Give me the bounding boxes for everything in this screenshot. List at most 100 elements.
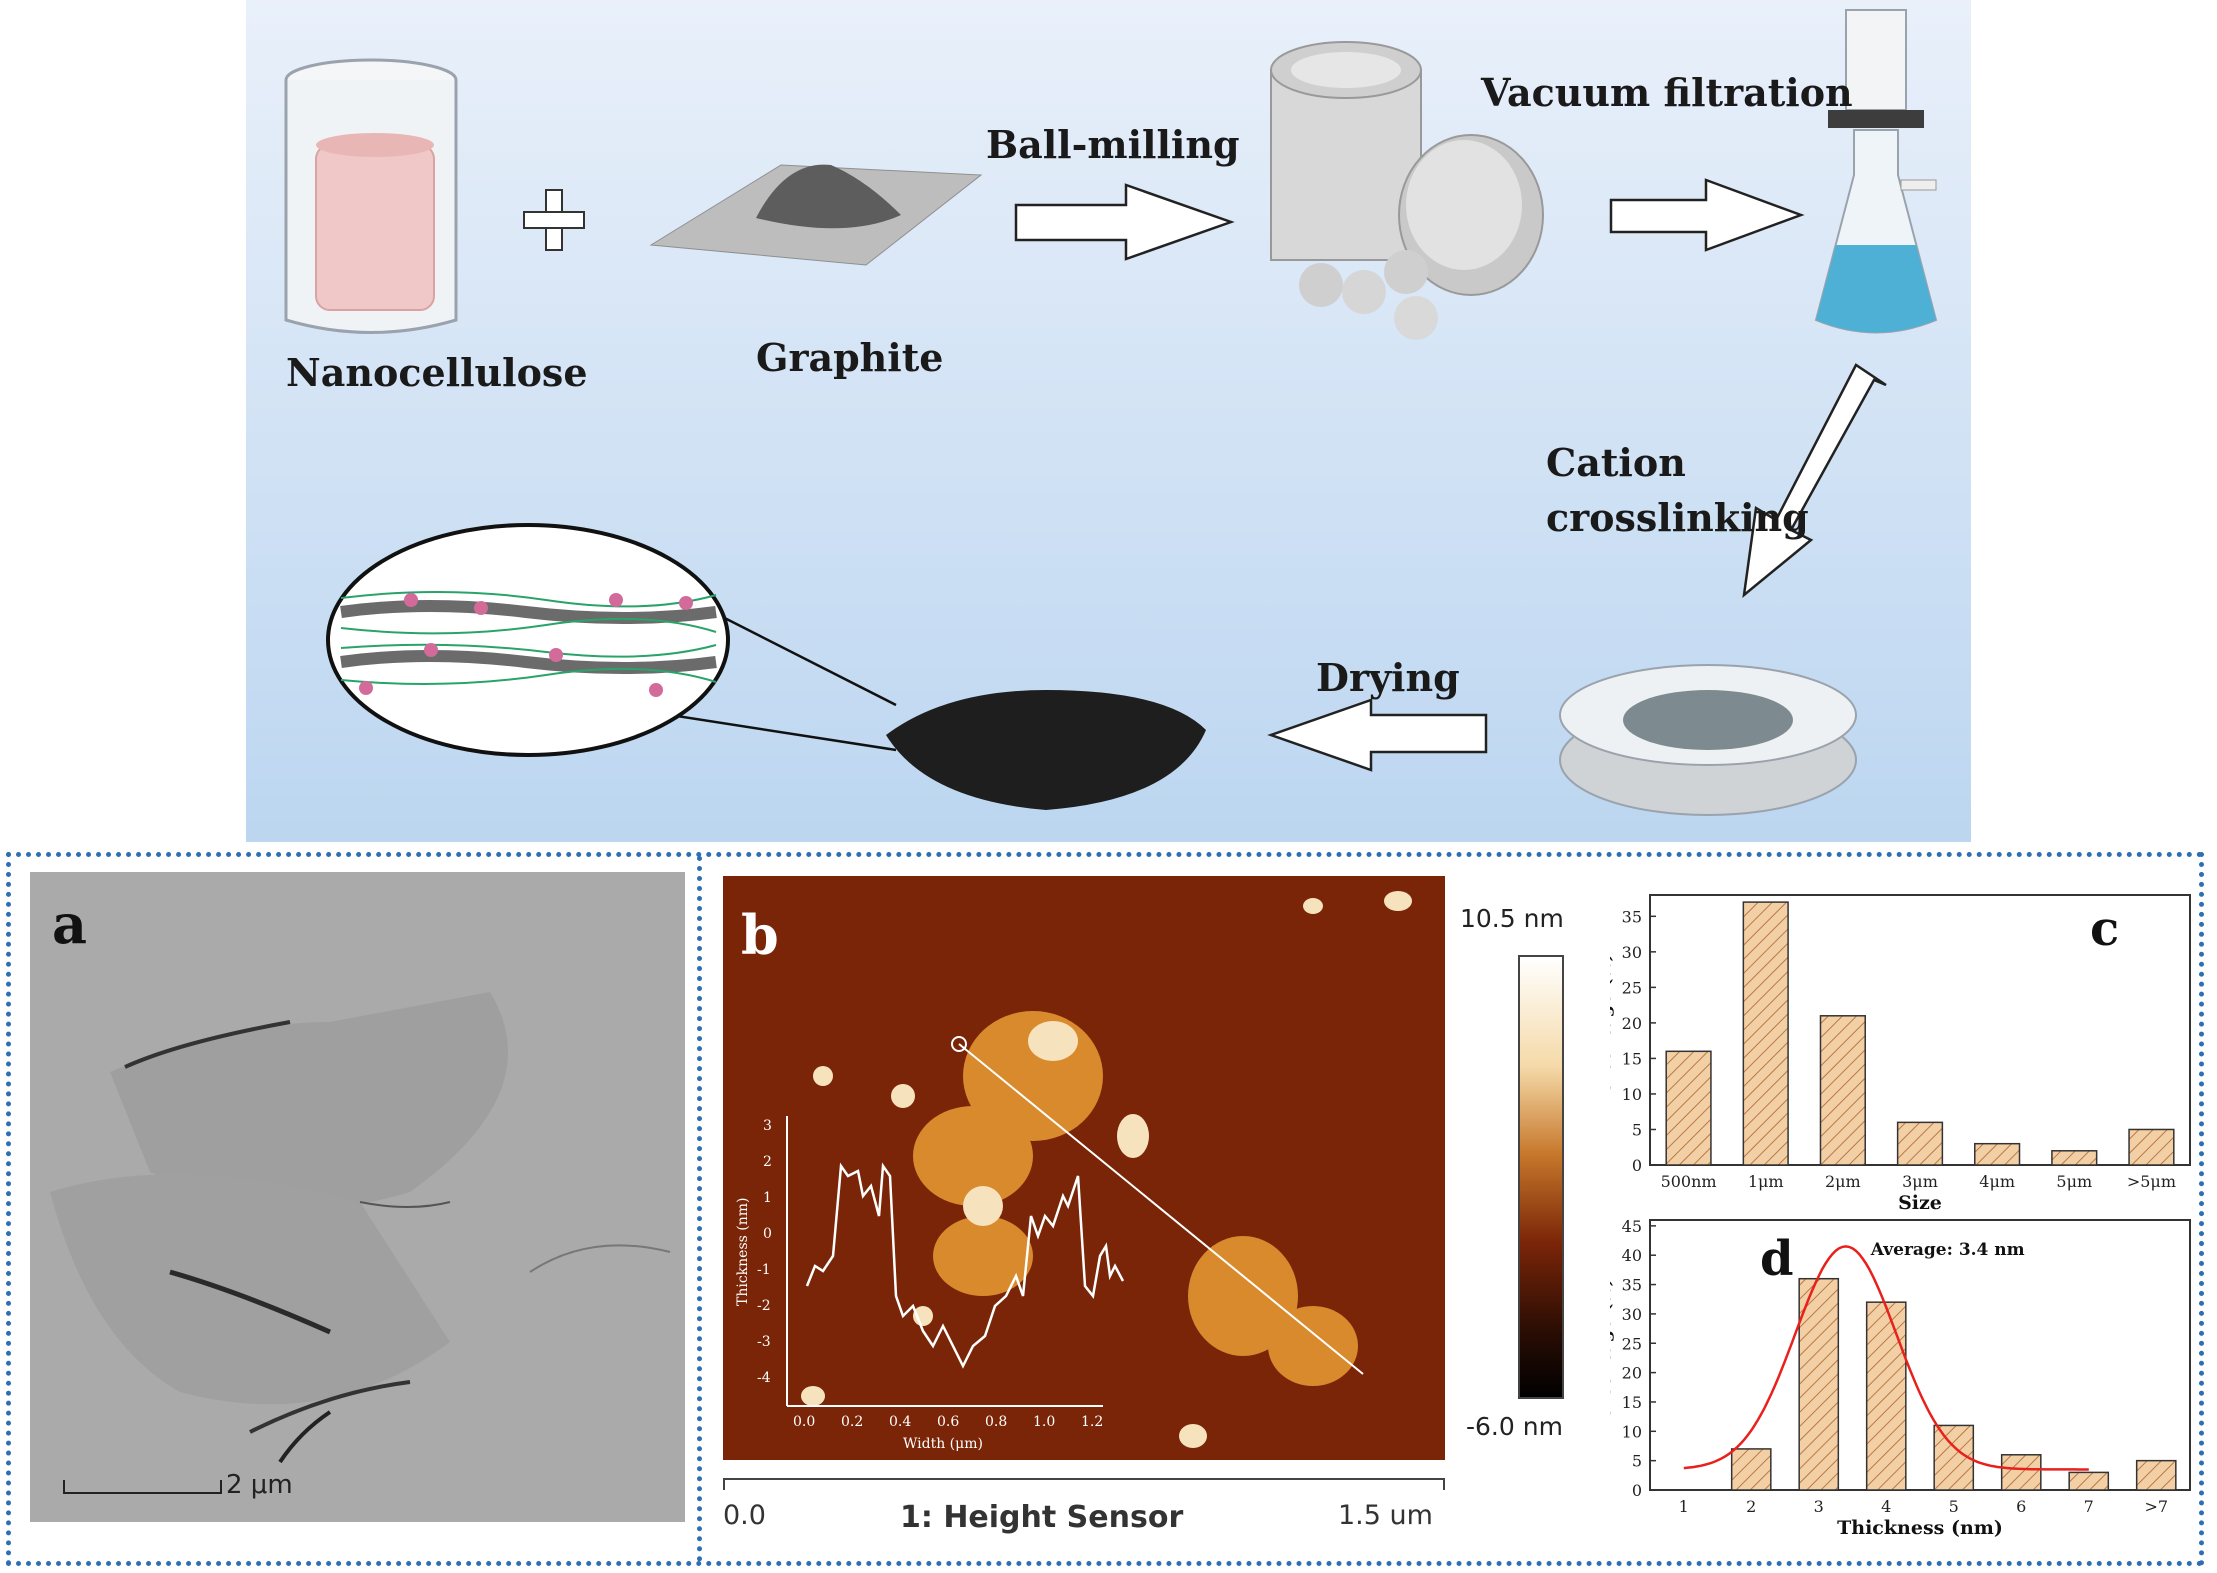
- bar: [1730, 1448, 1772, 1491]
- svg-text:-4: -4: [757, 1370, 771, 1386]
- label-ball-milling: Ball-milling: [986, 122, 1240, 167]
- label-graphite: Graphite: [756, 335, 944, 380]
- panel-c-letter: c: [2090, 901, 2119, 957]
- xtick-label: 4: [1881, 1497, 1891, 1516]
- colorbar: [1518, 955, 1564, 1399]
- graphite-icon: [649, 164, 983, 266]
- colorbar-max-label: 10.5 nm: [1460, 904, 1564, 933]
- xtick-label: 2μm: [1825, 1172, 1861, 1191]
- ball-mill-jar-icon: [1270, 41, 1544, 340]
- bar: [2000, 1454, 2042, 1491]
- ytick-label: 5: [1632, 1120, 1642, 1139]
- ytick-label: 0: [1632, 1481, 1642, 1500]
- ytick-label: 40: [1622, 1246, 1642, 1265]
- ytick-label: 20: [1622, 1364, 1642, 1383]
- xtick-label: 3μm: [1902, 1172, 1938, 1191]
- xtick-label: >7: [2144, 1497, 2168, 1516]
- scheme-illustration: [284, 9, 1938, 816]
- xtick-label: 2: [1746, 1497, 1756, 1516]
- ytick-label: 15: [1622, 1393, 1642, 1412]
- height-profile-inset: 3 2 1 0 -1 -2 -3 -4 0.0 0.2 0.4 0.6 0.8 …: [735, 1116, 1125, 1452]
- ytick-label: 20: [1622, 1014, 1642, 1033]
- svg-text:-1: -1: [757, 1262, 771, 1278]
- scalebar: [63, 1480, 222, 1494]
- svg-text:1.0: 1.0: [1033, 1414, 1055, 1430]
- ytick-label: 0: [1632, 1156, 1642, 1175]
- svg-text:-2: -2: [757, 1298, 771, 1314]
- beaker-icon: [284, 58, 458, 334]
- plot-frame-d: [1649, 1219, 2191, 1491]
- svg-text:0.4: 0.4: [889, 1414, 911, 1430]
- average-annotation: Average: 3.4 nm: [1870, 1240, 2025, 1260]
- panel-b-letter: b: [741, 903, 779, 967]
- xtick-label: 4μm: [1979, 1172, 2015, 1191]
- panel-d-letter: d: [1760, 1231, 1794, 1287]
- bar: [2135, 1459, 2177, 1491]
- svg-text:2: 2: [763, 1154, 772, 1170]
- label-nanocellulose: Nanocellulose: [286, 350, 588, 395]
- xtick-label: 500nm: [1661, 1172, 1717, 1191]
- bar: [1974, 1142, 2021, 1166]
- colorbar-min-label: -6.0 nm: [1466, 1412, 1563, 1441]
- svg-text:Width (μm): Width (μm): [903, 1436, 983, 1452]
- label-vacuum-filtration: Vacuum filtration: [1481, 70, 1853, 115]
- svg-text:0.6: 0.6: [937, 1414, 959, 1430]
- ytick-label: 35: [1622, 1276, 1642, 1295]
- ytick-label: 35: [1622, 907, 1642, 926]
- structure-zoom-icon: [326, 523, 730, 757]
- xtick-label: >5μm: [2127, 1172, 2176, 1191]
- svg-text:0: 0: [763, 1226, 772, 1242]
- label-drying: Drying: [1316, 655, 1460, 700]
- y-axis-label: Percentage (%): [1610, 953, 1615, 1107]
- svg-text:-3: -3: [757, 1334, 771, 1350]
- scalebar-label: 2 μm: [226, 1470, 293, 1500]
- ytick-label: 25: [1622, 978, 1642, 997]
- bar: [1865, 1301, 1907, 1491]
- xtick-label: 5μm: [2056, 1172, 2092, 1191]
- bar: [1665, 1050, 1712, 1166]
- svg-text:Thickness (nm): Thickness (nm): [735, 1198, 751, 1307]
- afm-footer-axis: [723, 1478, 1445, 1490]
- frame-divider: [697, 856, 702, 1562]
- xtick-label: 1μm: [1748, 1172, 1784, 1191]
- arrow-ball-milling-icon: [1014, 183, 1235, 261]
- svg-text:1.2: 1.2: [1081, 1414, 1103, 1430]
- panel-a-letter: a: [52, 892, 87, 956]
- bar: [2128, 1128, 2175, 1166]
- bar: [1819, 1015, 1866, 1166]
- panel-b-afm-image: b 3 2 1 0 -1 -2 -3 -4 0.0 0.2 0.4 0.6 0.…: [723, 876, 1445, 1460]
- arrow-crosslinking-icon: [1742, 363, 1887, 598]
- label-cation: Cation: [1546, 440, 1686, 485]
- ytick-label: 25: [1622, 1334, 1642, 1353]
- bar: [2068, 1471, 2110, 1491]
- petri-dish-icon: [1559, 664, 1857, 816]
- bar: [1742, 901, 1789, 1166]
- svg-text:3: 3: [763, 1118, 772, 1134]
- gaussian-fit-line: [1683, 1245, 2089, 1471]
- afm-footer-left: 0.0: [723, 1500, 766, 1531]
- panel-a-tem-image: a 2 μm: [30, 872, 685, 1522]
- arrow-vacuum-icon: [1609, 178, 1805, 252]
- arrow-drying-icon: [1267, 698, 1488, 772]
- figure-frame: [6, 852, 2204, 1566]
- x-axis-label: Size: [1898, 1192, 1942, 1214]
- svg-text:0.0: 0.0: [793, 1414, 815, 1430]
- ytick-label: 30: [1622, 943, 1642, 962]
- label-crosslinking: crosslinking: [1546, 495, 1809, 540]
- xtick-label: 6: [2016, 1497, 2026, 1516]
- dried-film-icon: [886, 690, 1206, 810]
- afm-footer-right: 1.5 um: [1338, 1500, 1433, 1531]
- svg-text:0.2: 0.2: [841, 1414, 863, 1430]
- xtick-label: 1: [1679, 1497, 1689, 1516]
- ytick-label: 5: [1632, 1452, 1642, 1471]
- bar: [2051, 1150, 2098, 1166]
- svg-text:1: 1: [763, 1190, 772, 1206]
- ytick-label: 10: [1622, 1085, 1642, 1104]
- xtick-label: 5: [1949, 1497, 1959, 1516]
- bar: [1896, 1121, 1944, 1166]
- ytick-label: 30: [1622, 1305, 1642, 1324]
- scheme-panel: Nanocellulose Graphite Ball-milling Vacu…: [246, 0, 1971, 842]
